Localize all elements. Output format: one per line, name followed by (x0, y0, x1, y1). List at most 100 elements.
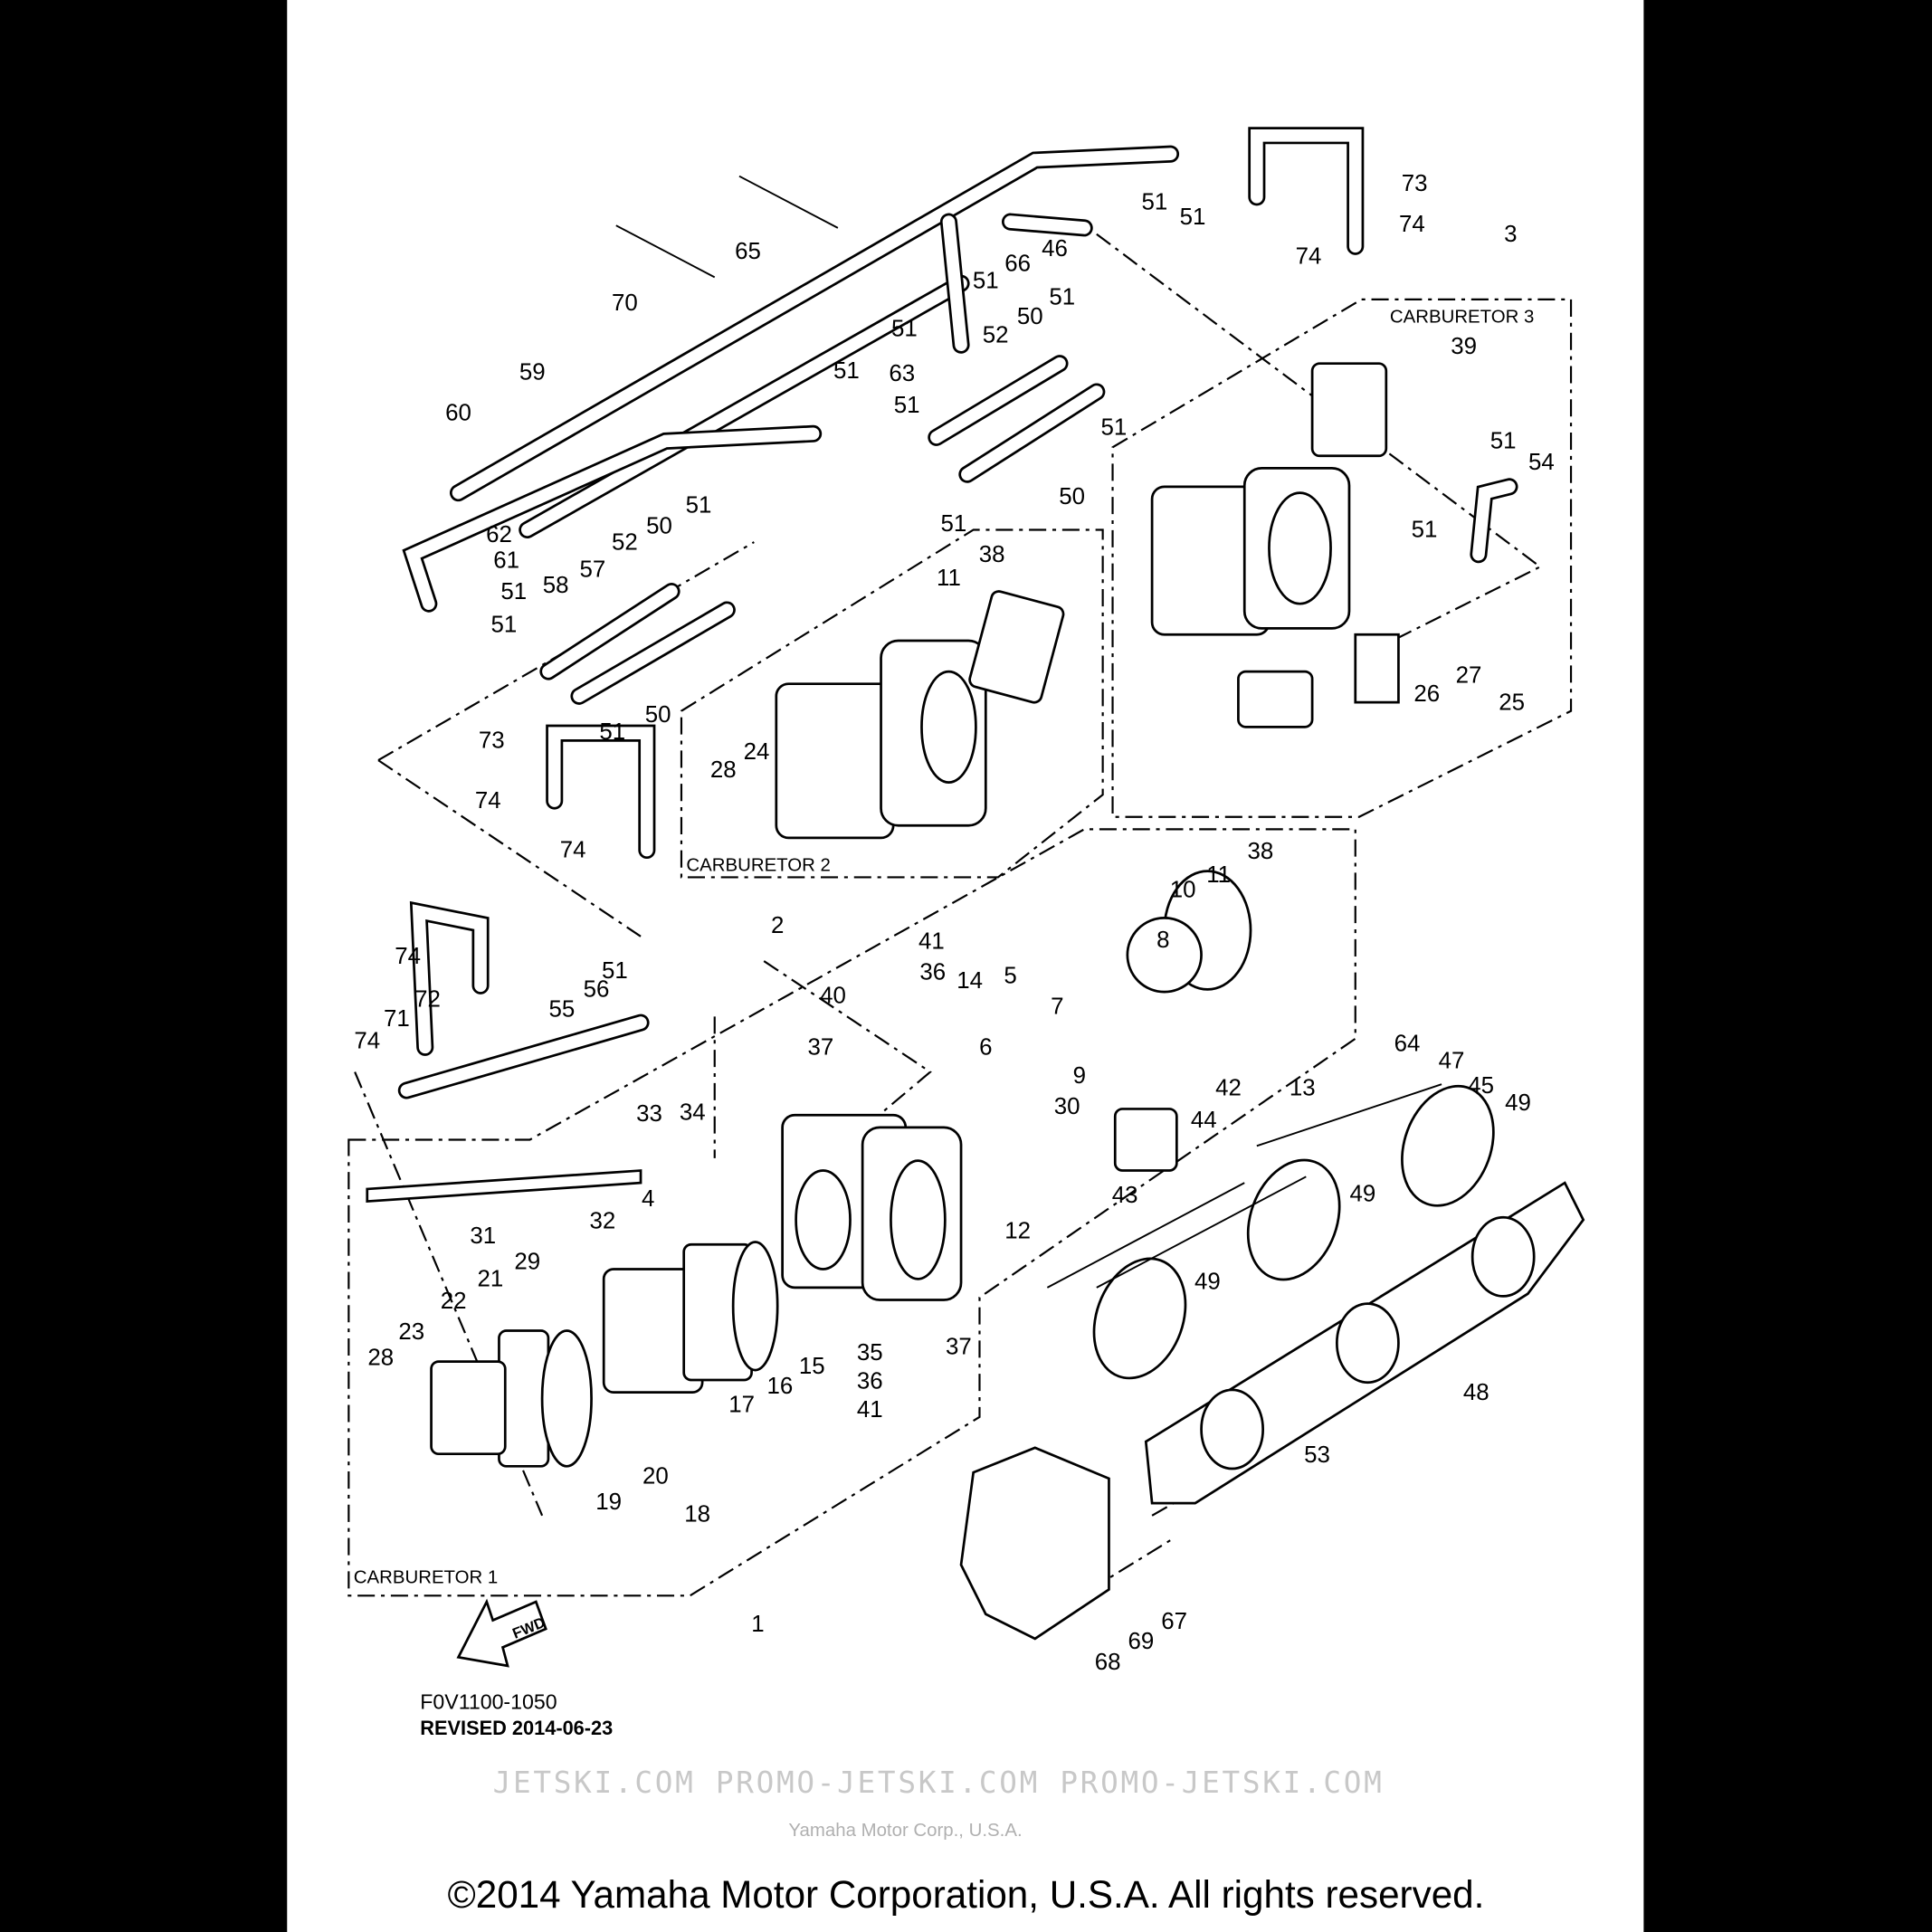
callout-14: 14 (956, 968, 983, 994)
callout-49: 49 (1505, 1090, 1531, 1116)
callout-51: 51 (1490, 429, 1517, 454)
callout-74: 74 (560, 838, 586, 863)
callout-16: 16 (767, 1374, 794, 1399)
callout-18: 18 (684, 1502, 710, 1528)
callout-68: 68 (1095, 1650, 1121, 1675)
callout-50: 50 (1017, 304, 1043, 329)
callout-5: 5 (1004, 964, 1016, 989)
cable-ties (615, 175, 839, 279)
carburetor-2-body (775, 590, 1065, 840)
callout-50: 50 (646, 514, 672, 539)
callout-71: 71 (384, 1006, 410, 1032)
callout-12: 12 (1004, 1218, 1031, 1243)
callout-3: 3 (1504, 222, 1517, 247)
callout-4: 4 (642, 1186, 654, 1212)
callout-51: 51 (1141, 189, 1167, 214)
callout-28: 28 (710, 757, 737, 783)
callout-51: 51 (602, 958, 628, 984)
mounting-bracket (959, 1446, 1110, 1641)
callout-41: 41 (857, 1397, 883, 1423)
callout-74: 74 (395, 944, 421, 969)
callout-37: 37 (946, 1334, 972, 1359)
callout-49: 49 (1350, 1182, 1376, 1207)
carburetor-2-label: CARBURETOR 2 (686, 856, 831, 876)
callout-33: 33 (636, 1101, 662, 1127)
callout-51: 51 (500, 579, 527, 604)
callout-51: 51 (941, 511, 967, 537)
callout-48: 48 (1463, 1380, 1489, 1405)
callout-35: 35 (857, 1340, 883, 1366)
callout-15: 15 (799, 1354, 825, 1379)
callout-72: 72 (414, 986, 441, 1012)
callout-74: 74 (1296, 243, 1322, 269)
callout-73: 73 (1402, 171, 1428, 196)
callout-19: 19 (595, 1489, 622, 1515)
callout-56: 56 (584, 977, 610, 1003)
carburetor-3-boundary (1111, 298, 1573, 818)
callout-51: 51 (1180, 205, 1206, 230)
callout-51: 51 (1101, 415, 1128, 441)
callout-7: 7 (1051, 995, 1063, 1020)
carburetor-1-label: CARBURETOR 1 (354, 1568, 499, 1588)
callout-51: 51 (599, 719, 625, 745)
callout-37: 37 (807, 1035, 833, 1061)
callout-28: 28 (367, 1346, 394, 1371)
carburetor-3-body (1150, 362, 1400, 728)
intake-gaskets (1092, 870, 1495, 1380)
callout-32: 32 (589, 1209, 615, 1234)
callout-42: 42 (1215, 1075, 1242, 1100)
throttle-link-rods (1046, 1083, 1442, 1289)
callout-51: 51 (686, 492, 712, 518)
callout-52: 52 (612, 529, 638, 555)
callout-57: 57 (580, 557, 606, 582)
callout-24: 24 (744, 739, 770, 765)
callout-50: 50 (1059, 484, 1085, 509)
callout-74: 74 (475, 788, 501, 814)
callout-11: 11 (937, 566, 961, 591)
callout-20: 20 (642, 1463, 669, 1489)
callout-26: 26 (1413, 681, 1440, 707)
manifold-ports (1200, 1215, 1536, 1470)
callout-41: 41 (918, 928, 945, 954)
callout-22: 22 (441, 1289, 467, 1314)
callout-60: 60 (445, 400, 471, 425)
callout-50: 50 (645, 702, 671, 728)
callout-74: 74 (1399, 212, 1425, 237)
callout-51: 51 (891, 317, 918, 342)
callout-54: 54 (1528, 450, 1555, 475)
carburetor-1-body (366, 1108, 1178, 1468)
callout-51: 51 (973, 269, 999, 294)
callout-59: 59 (519, 359, 546, 385)
watermark-small: Yamaha Motor Corp., U.S.A. (788, 1821, 1022, 1841)
callout-21: 21 (478, 1267, 504, 1292)
callout-9: 9 (1073, 1063, 1086, 1089)
callout-1: 1 (751, 1612, 764, 1637)
callout-45: 45 (1468, 1073, 1494, 1099)
callout-67: 67 (1161, 1609, 1187, 1634)
callout-43: 43 (1112, 1183, 1138, 1208)
carburetor-2-boundary (680, 528, 1104, 879)
callout-55: 55 (549, 996, 576, 1022)
callout-40: 40 (820, 983, 846, 1008)
watermark: JETSKI.COM PROMO-JETSKI.COM PROMO-JETSKI… (493, 1765, 1385, 1800)
callout-46: 46 (1042, 236, 1068, 262)
callout-73: 73 (479, 728, 505, 754)
callout-11: 11 (1206, 862, 1231, 888)
callout-13: 13 (1290, 1075, 1316, 1100)
callout-36: 36 (919, 959, 946, 985)
callout-30: 30 (1054, 1094, 1080, 1119)
callout-65: 65 (735, 239, 761, 264)
carburetor-3-label: CARBURETOR 3 (1390, 308, 1535, 328)
callout-25: 25 (1499, 690, 1525, 715)
callout-39: 39 (1451, 334, 1477, 359)
callout-49: 49 (1194, 1269, 1221, 1294)
callout-38: 38 (979, 542, 1005, 567)
drawing-code: F0V1100-1050 (420, 1690, 557, 1714)
callout-34: 34 (680, 1100, 706, 1126)
callout-31: 31 (470, 1223, 496, 1249)
callout-17: 17 (728, 1392, 755, 1417)
callout-66: 66 (1004, 252, 1031, 277)
